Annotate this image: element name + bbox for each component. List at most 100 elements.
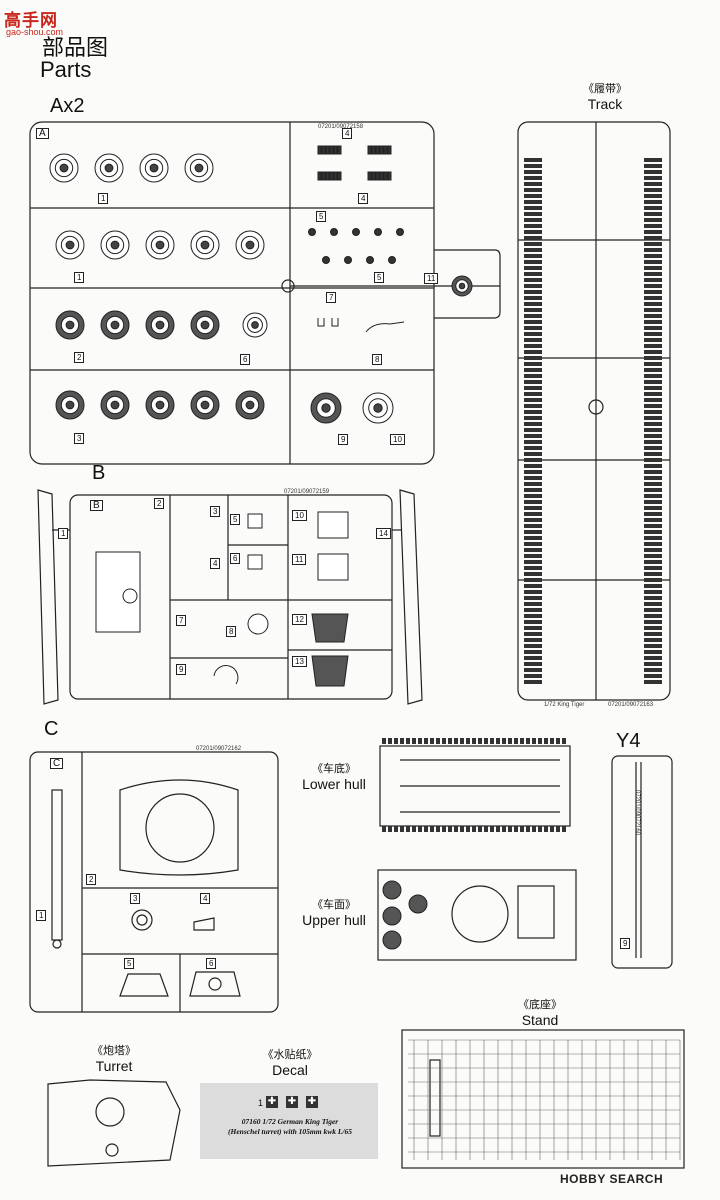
part-number-b: 1	[58, 528, 69, 539]
decal-line-1: 07160 1/72 German King Tiger	[241, 1117, 339, 1126]
part-number-a: 11	[424, 273, 439, 284]
track-link	[644, 326, 662, 330]
track-link	[524, 572, 542, 576]
track-link	[524, 680, 542, 684]
track-link	[524, 518, 542, 522]
track-link	[644, 470, 662, 474]
hull-wheel-detail	[382, 906, 402, 926]
track-link	[644, 674, 662, 678]
track-link	[502, 826, 506, 832]
track-caption-en: Track	[587, 96, 623, 112]
track-link	[524, 368, 542, 372]
track-link	[644, 200, 662, 204]
track-link	[442, 738, 446, 744]
track-link	[520, 738, 524, 744]
road-wheel-axle	[321, 403, 331, 413]
road-wheel-axle	[200, 400, 210, 410]
road-wheel-axle	[155, 320, 165, 330]
track-link	[644, 278, 662, 282]
hull-wheel-detail	[408, 894, 428, 914]
part-number-c: 5	[124, 958, 135, 969]
track-link	[524, 458, 542, 462]
track-link	[524, 500, 542, 504]
part-number-a: 1	[98, 193, 109, 204]
track-link	[644, 656, 662, 660]
road-wheel-axle	[458, 282, 466, 290]
track-link	[524, 266, 542, 270]
track-link	[524, 668, 542, 672]
track-link	[460, 826, 464, 832]
bolt-part	[308, 228, 316, 236]
track-link	[520, 826, 524, 832]
hull-wheel-detail	[382, 880, 402, 900]
track-link	[524, 428, 542, 432]
armor-panel	[317, 553, 349, 581]
track-link	[644, 170, 662, 174]
track-link	[524, 626, 542, 630]
track-link	[644, 380, 662, 384]
hobby-search-watermark: HOBBY SEARCH	[560, 1172, 664, 1186]
track-pin-part	[379, 145, 384, 155]
road-wheel-axle	[65, 400, 75, 410]
part-number-b: 12	[292, 614, 307, 625]
track-link	[524, 164, 542, 168]
sprue-a-code: 07201/09072158	[318, 124, 364, 130]
balkenkreuz-icon: ✚	[266, 1096, 278, 1108]
road-wheel-axle	[245, 240, 255, 250]
track-pin-part	[321, 171, 326, 181]
track-pin-part	[333, 171, 338, 181]
sprue-b-label: B	[92, 462, 106, 484]
track-link	[644, 356, 662, 360]
road-wheel-axle	[194, 163, 204, 173]
track-link	[644, 668, 662, 672]
track-pin-part	[321, 145, 326, 155]
stand-drawing	[401, 1029, 685, 1169]
track-pin-part	[317, 145, 322, 155]
track-link	[524, 170, 542, 174]
track-link	[490, 738, 494, 744]
track-pin-part	[325, 145, 330, 155]
part-number-b: 8	[226, 626, 237, 637]
decal-number: 1	[258, 1098, 264, 1108]
track-link	[538, 738, 542, 744]
track-link	[644, 638, 662, 642]
road-wheel-axle	[65, 240, 75, 250]
track-link	[644, 596, 662, 600]
track-link	[644, 452, 662, 456]
track-link	[524, 260, 542, 264]
track-link	[644, 290, 662, 294]
sprue-y-label: Y4	[616, 730, 641, 752]
track-link	[644, 428, 662, 432]
track-link	[532, 826, 536, 832]
track-link	[532, 738, 536, 744]
track-link	[644, 368, 662, 372]
track-link	[524, 530, 542, 534]
track-link	[524, 206, 542, 210]
track-link	[644, 374, 662, 378]
track-link	[524, 362, 542, 366]
bolt-part	[344, 256, 352, 264]
track-link	[524, 410, 542, 414]
track-link	[466, 826, 470, 832]
track-link	[524, 224, 542, 228]
track-pin-part	[379, 171, 384, 181]
track-link	[644, 182, 662, 186]
track-link	[644, 230, 662, 234]
track-link	[382, 826, 386, 832]
stand-caption: 《底座》 Stand	[498, 996, 582, 1028]
track-link	[644, 458, 662, 462]
track-link	[448, 826, 452, 832]
part-number-a: 7	[326, 292, 337, 303]
track-link	[556, 738, 560, 744]
track-link	[644, 296, 662, 300]
part-number-b: 7	[176, 615, 187, 626]
track-link	[644, 464, 662, 468]
track-link	[644, 302, 662, 306]
track-link	[644, 344, 662, 348]
track-pin-part	[371, 171, 376, 181]
track-link	[524, 476, 542, 480]
track-link	[644, 440, 662, 444]
track-link	[556, 826, 560, 832]
road-wheel-axle	[251, 321, 259, 329]
